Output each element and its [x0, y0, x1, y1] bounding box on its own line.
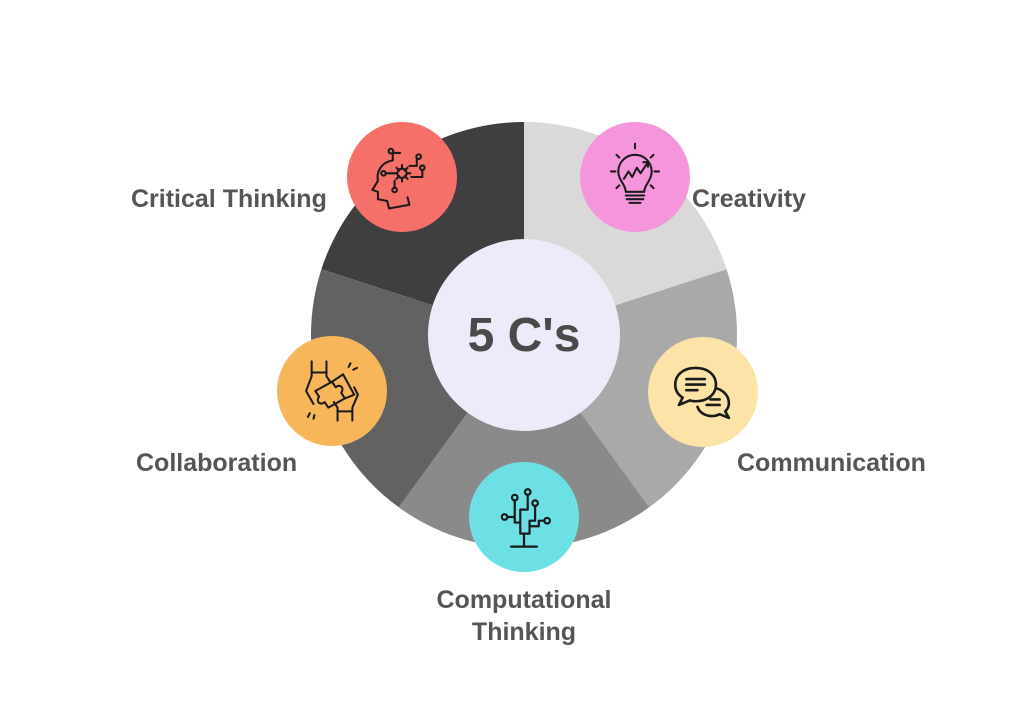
label-computational-thinking: Computational Thinking [428, 584, 620, 648]
label-communication: Communication [737, 449, 926, 477]
head-gear-circuit-icon [371, 147, 426, 210]
creativity-badge [580, 122, 690, 232]
center-title: 5 C's [467, 308, 581, 362]
label-critical-thinking: Critical Thinking [131, 185, 327, 213]
label-collaboration: Collaboration [136, 449, 298, 477]
center-hub: 5 C's [428, 239, 620, 431]
label-creativity: Creativity [692, 185, 806, 213]
segment-computational-thinking [398, 335, 650, 548]
label-computational-line2: Thinking [471, 618, 577, 646]
communication-badge [648, 337, 758, 447]
label-computational-line1: Computational [436, 586, 612, 614]
computational-thinking-badge [469, 462, 579, 572]
lightbulb-growth-icon [609, 142, 661, 204]
speech-bubbles-icon [673, 366, 731, 420]
circuit-tree-icon [500, 488, 552, 548]
collaboration-badge [277, 336, 387, 446]
critical-thinking-badge [347, 122, 457, 232]
puzzle-hands-icon [305, 360, 359, 422]
